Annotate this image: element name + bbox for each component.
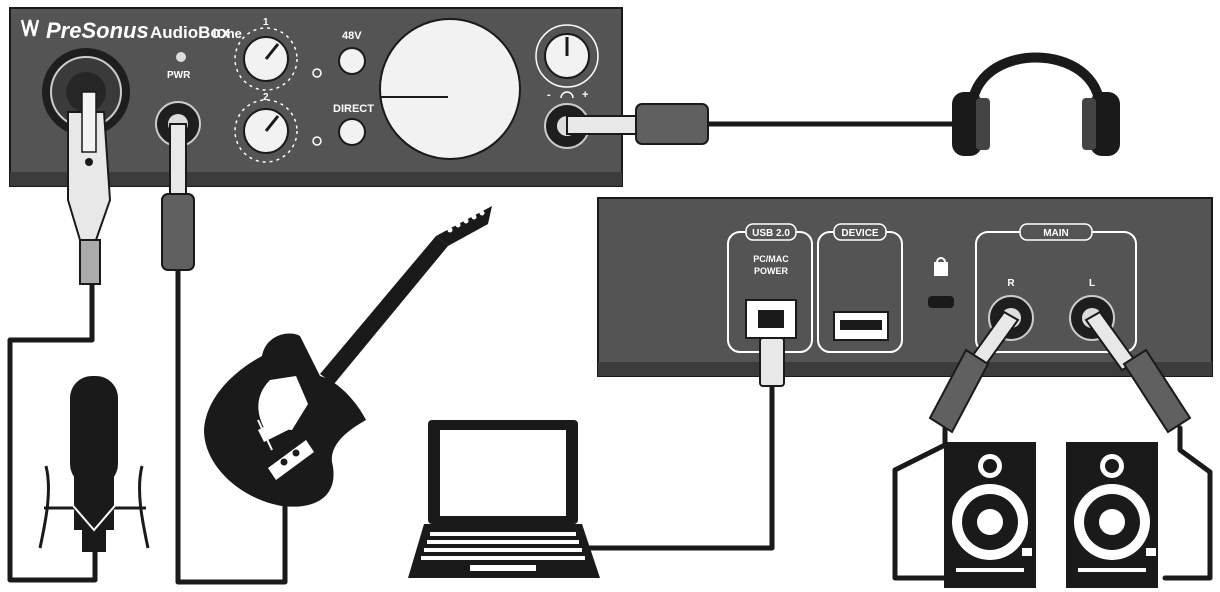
model-label: AudioBox [150, 23, 231, 42]
guitar-cable [175, 265, 288, 585]
direct-monitor-label: DIRECT [333, 103, 374, 115]
input-1-number: 1 [263, 17, 269, 28]
svg-text:-: - [547, 89, 551, 101]
xlr-plug [67, 91, 112, 285]
svg-text:+: + [582, 89, 588, 101]
usb-caption-line1: PC/MAC [753, 254, 789, 264]
clip-led-1 [312, 68, 322, 78]
headphones-icon [952, 52, 1120, 156]
speaker-cable-right [892, 425, 948, 581]
headphone-plug [566, 103, 709, 145]
power-led [176, 52, 186, 62]
model-suffix-label: iOne [213, 26, 242, 41]
microphone-icon [38, 376, 150, 552]
clip-led-2 [312, 136, 322, 146]
right-output-label: R [1007, 278, 1015, 289]
speaker-icon [1066, 442, 1158, 588]
speaker-icon [944, 442, 1036, 588]
speaker-cable-left [1162, 425, 1213, 581]
input-2-number: 2 [263, 92, 269, 103]
device-section-label: DEVICE [841, 228, 879, 239]
usb-caption-line2: POWER [754, 266, 789, 276]
pwr-label: PWR [167, 70, 191, 81]
main-output-plug-left [1084, 310, 1192, 434]
left-output-label: L [1089, 278, 1095, 289]
brand-label: PreSonus [46, 18, 149, 43]
main-output-plug-right [928, 310, 1020, 434]
usb-cable [581, 381, 775, 551]
front-panel: PreSonus AudioBox iOne PWR 1 [9, 7, 623, 187]
direct-monitor-button[interactable] [338, 118, 366, 146]
laptop-icon [408, 420, 600, 578]
headphone-symbol-icon: - + [547, 89, 588, 101]
guitar-icon [204, 206, 492, 507]
gain-knob-1[interactable] [234, 27, 298, 91]
mic-cable [7, 279, 98, 583]
phantom-power-button[interactable] [338, 47, 366, 75]
usb-plug [759, 337, 785, 387]
usb-section-label: USB 2.0 [752, 228, 790, 239]
security-slot [928, 296, 954, 308]
presonus-logo-icon [20, 19, 40, 37]
phantom-power-label: 48V [342, 30, 362, 42]
usb-b-port[interactable] [745, 299, 797, 339]
main-volume-knob[interactable] [379, 18, 521, 160]
kensington-lock-icon [934, 257, 948, 276]
main-section-label: MAIN [1043, 228, 1069, 239]
headphone-volume-knob[interactable] [535, 24, 599, 88]
usb-a-port[interactable] [833, 311, 889, 341]
gain-knob-2[interactable] [234, 99, 298, 163]
guitar-plug [161, 123, 195, 271]
